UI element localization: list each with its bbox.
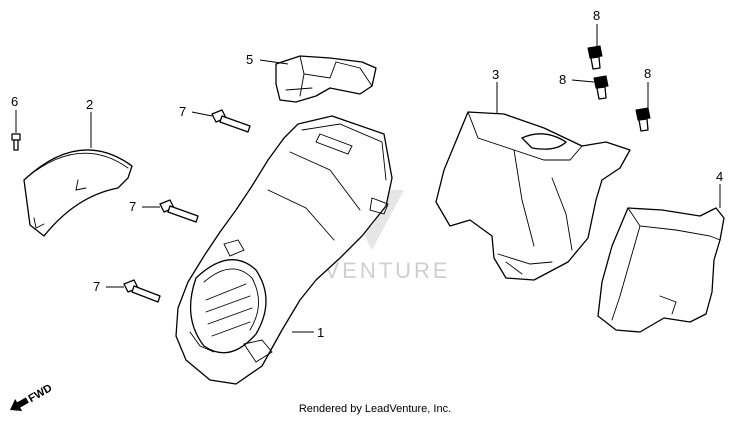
callout-7-upper: 7 — [179, 104, 186, 119]
callout-4: 4 — [716, 169, 723, 184]
part-3-shroud — [435, 111, 631, 281]
callout-8-top: 8 — [593, 8, 600, 23]
callout-8-right: 8 — [644, 66, 651, 81]
part-7-bolt-lower — [123, 279, 161, 303]
callout-3: 3 — [492, 67, 499, 82]
fwd-label: FWD — [27, 382, 55, 405]
callout-1: 1 — [317, 325, 324, 340]
part-7-bolt-upper — [211, 109, 251, 133]
fwd-arrow-icon — [10, 397, 29, 412]
part-7-bolt-middle — [159, 199, 199, 223]
callout-labels: 1 2 3 4 5 6 7 7 7 8 8 8 — [11, 8, 723, 340]
part-6-screw — [11, 133, 21, 151]
part-1-fan-housing — [175, 115, 393, 385]
part-4-side-cover — [597, 207, 725, 333]
callout-5: 5 — [246, 52, 253, 67]
callout-6: 6 — [11, 94, 18, 109]
part-2-cover — [23, 149, 133, 237]
part-8-bolt-middle — [593, 75, 609, 100]
part-8-bolt-top — [587, 45, 603, 70]
part-8-bolt-right — [635, 107, 651, 132]
leader-lines — [15, 24, 721, 333]
callout-7-middle: 7 — [129, 199, 136, 214]
callout-8-middle: 8 — [559, 72, 566, 87]
footer-credit: Rendered by LeadVenture, Inc. — [298, 403, 452, 415]
callout-2: 2 — [86, 97, 93, 112]
callout-7-lower: 7 — [93, 279, 100, 294]
part-5-duct — [275, 55, 377, 103]
